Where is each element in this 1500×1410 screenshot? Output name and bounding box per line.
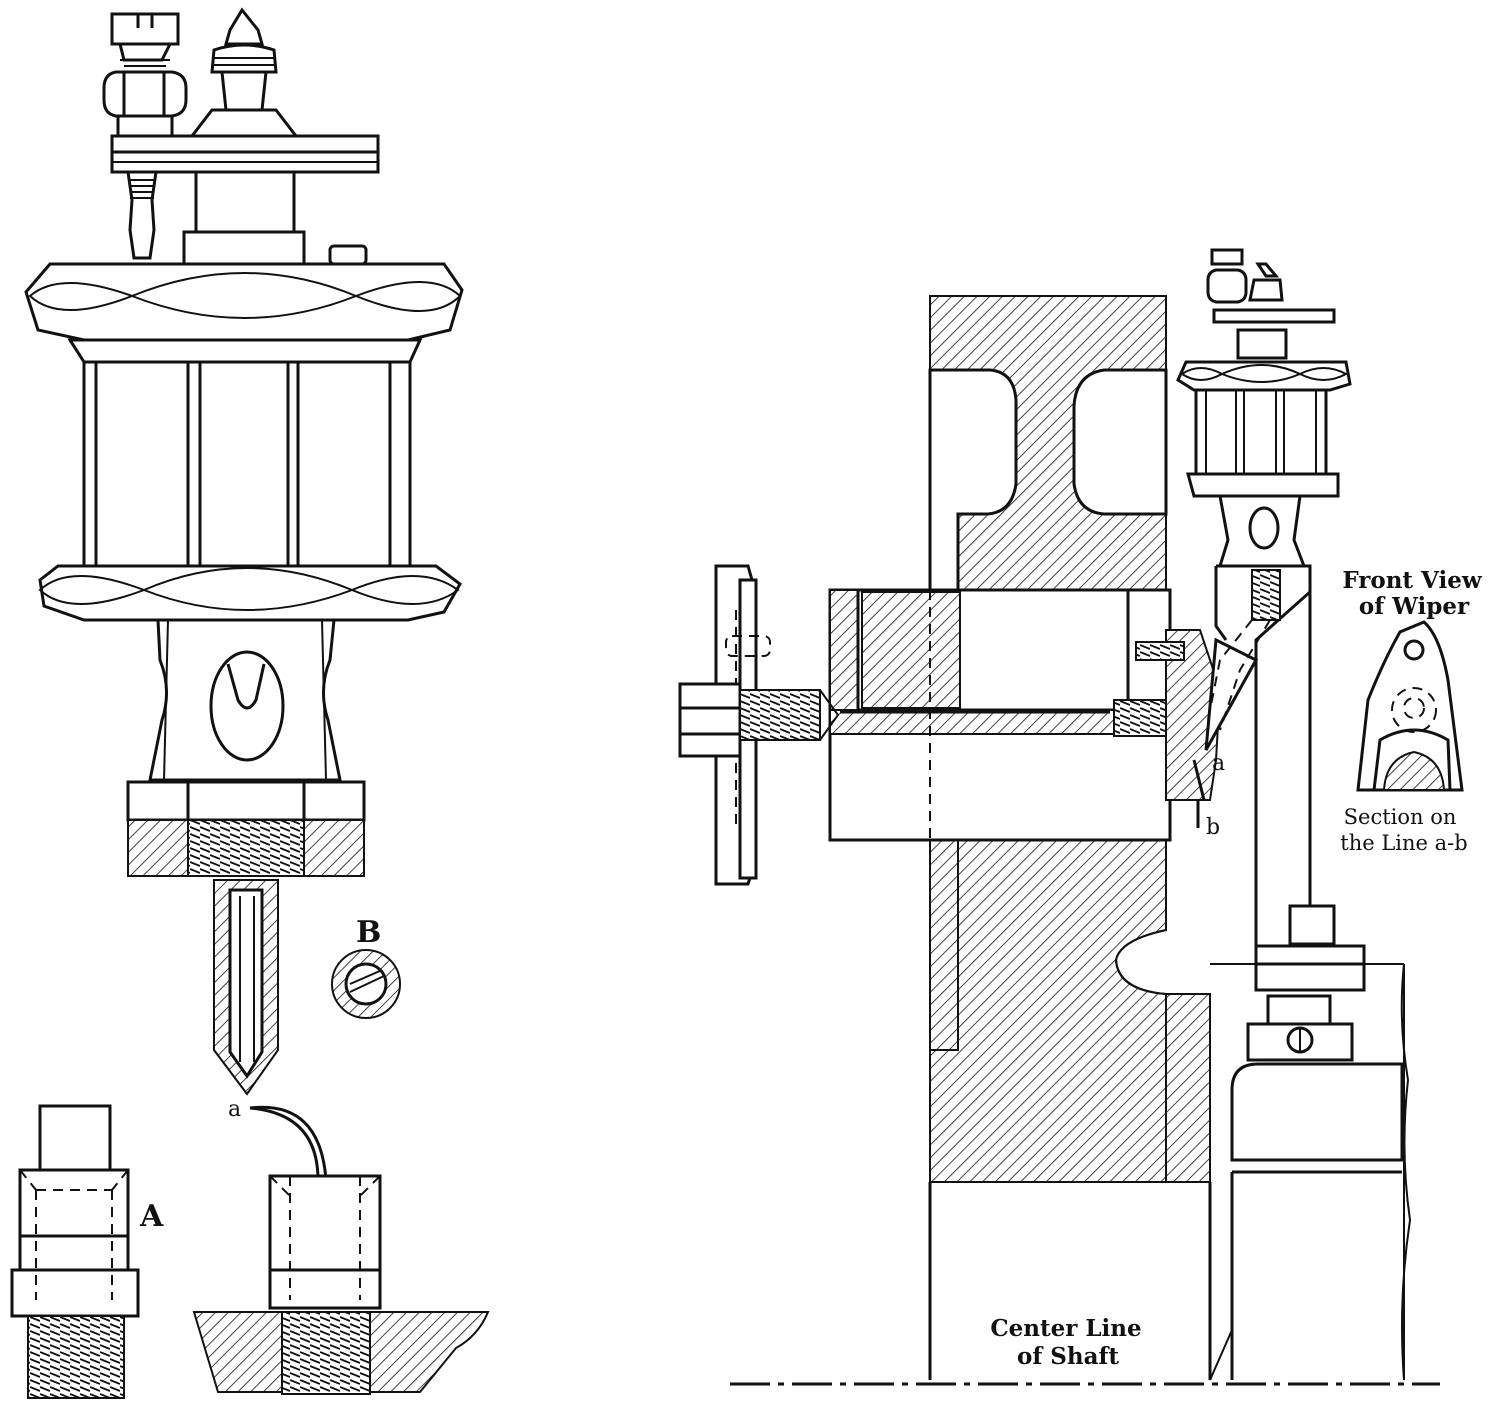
sight-feed-body [148,618,342,782]
front-view-caption-line1: Front View [1342,567,1483,594]
feed-tube [213,879,279,1096]
fitting-A [10,1104,140,1399]
sight-glass [82,360,412,568]
crank-end-plate [678,564,840,886]
oiler-small [1176,248,1352,568]
finial-top [188,7,300,138]
top-plate [110,134,380,154]
adjusting-screw-top [102,12,188,138]
section-B [331,949,401,1019]
label-a-right: a [1212,751,1225,776]
oiler-top-ring [24,262,464,364]
wiper-bracket [1113,629,1222,828]
label-A: A [139,1199,164,1234]
oiler-bottom-ring [38,564,462,622]
center-line-caption-line2: of Shaft [1017,1343,1119,1370]
section-caption-line1: Section on [1344,805,1457,829]
label-a-left: a [228,1097,241,1122]
section-caption-line2: the Line a-b [1340,831,1467,855]
label-b-right: b [1206,815,1220,840]
connecting-rod-end [1208,904,1412,1381]
wiper-front-view [1356,620,1464,792]
label-B: B [356,915,381,950]
oiler-large [24,7,464,1096]
regulator-pin [126,170,158,260]
oil-column [1204,564,1312,946]
oiler-base-nut [126,780,366,877]
wiper-pipe [192,1105,490,1395]
front-view-caption-line2: of Wiper [1359,593,1470,620]
crank-assembly [678,248,1464,1386]
center-line-caption-line1: Center Line [990,1315,1141,1342]
